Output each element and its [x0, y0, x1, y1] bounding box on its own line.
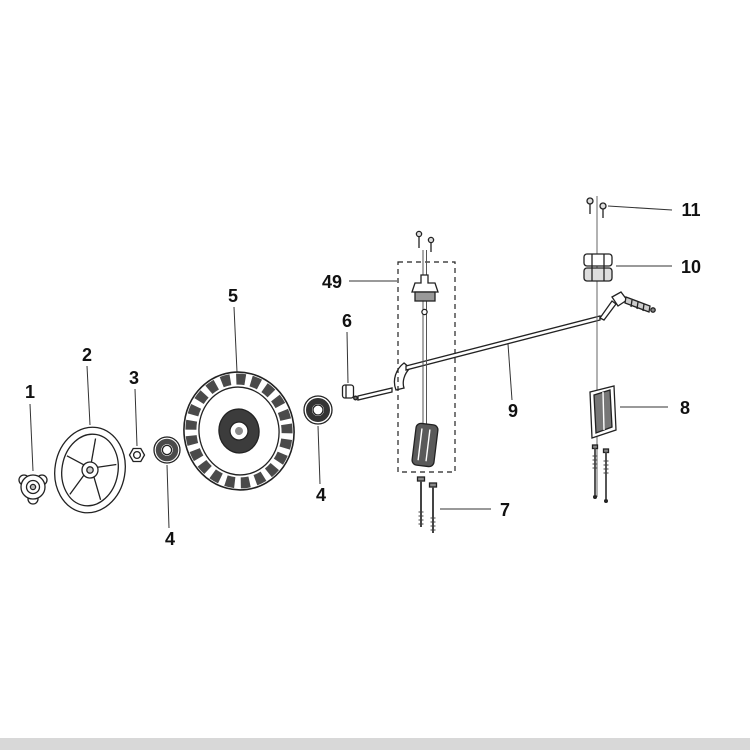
part-label-1: 1	[25, 382, 35, 402]
axle-stub	[353, 387, 393, 401]
part-label-9: 9	[508, 401, 518, 421]
part-label-8: 8	[680, 398, 690, 418]
leader-line-3	[134, 388, 138, 447]
part-label-6: 6	[342, 311, 352, 331]
leader-line-2	[86, 365, 91, 426]
part-label-2: 2	[82, 345, 92, 365]
part-3-nut	[128, 447, 146, 463]
part-11-screws	[586, 197, 607, 218]
part-label-10: 10	[681, 257, 701, 277]
part-9-axle-rod	[393, 291, 656, 391]
leader-lines	[29, 205, 673, 529]
adjuster-bracket	[411, 274, 439, 316]
leader-line-6	[346, 331, 349, 384]
part-label-4b: 4	[316, 485, 326, 505]
part-label-49: 49	[322, 272, 342, 292]
leader-line-1	[29, 403, 34, 472]
leader-line-4b	[317, 425, 321, 485]
adjuster-handle	[411, 422, 439, 468]
part-10-clamp	[583, 253, 613, 282]
part-4-bearing-inner	[153, 436, 181, 464]
part-6-spacer	[341, 384, 355, 399]
leader-line-4a	[166, 464, 170, 529]
part-label-4a: 4	[165, 529, 175, 549]
part-7-bolts	[416, 476, 438, 533]
adjuster-screws	[415, 230, 435, 252]
leader-line-9	[507, 343, 513, 401]
part-label-11: 11	[681, 200, 700, 220]
part-8-bolts	[591, 444, 610, 503]
footer-bar	[0, 738, 750, 750]
part-49-adjuster-assembly	[397, 230, 456, 473]
part-1-end-cap	[18, 474, 48, 505]
part-2-hub-cap	[54, 426, 126, 514]
part-8-bracket	[589, 385, 617, 439]
part-4-bearing-outer	[303, 395, 333, 425]
part-label-5: 5	[228, 286, 238, 306]
leader-line-5	[233, 306, 238, 373]
part-5-wheel	[183, 371, 295, 491]
leader-line-11	[607, 205, 673, 211]
part-label-7: 7	[500, 500, 510, 520]
part-label-3: 3	[129, 368, 139, 388]
